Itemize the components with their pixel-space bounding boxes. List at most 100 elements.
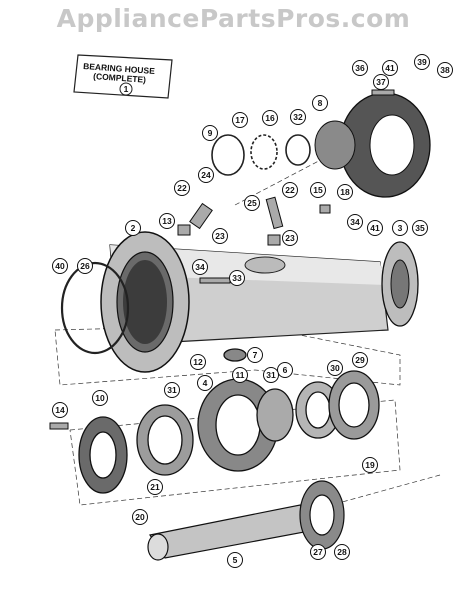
watermark: AppliancePartsPros.com (56, 4, 411, 33)
callout-number: 9 (208, 128, 213, 138)
callout-number: 26 (80, 261, 90, 271)
callout-circle (373, 74, 389, 90)
callout-circle (367, 220, 383, 236)
callout-circle (198, 167, 214, 183)
callout-number: 29 (355, 355, 365, 365)
callout-number: 35 (415, 223, 425, 233)
callout-number: 37 (376, 77, 386, 87)
callout-number: 5 (233, 555, 238, 565)
callout-circle (232, 112, 248, 128)
callout-circle (327, 360, 343, 376)
callout-number: 40 (55, 261, 65, 271)
callout-circle (52, 258, 68, 274)
callout-number: 22 (177, 183, 187, 193)
callout-circle (164, 382, 180, 398)
bearing-house-note: BEARING HOUSE (COMPLETE) 1 (73, 54, 173, 99)
note-number: 1 (124, 84, 129, 94)
callout-number: 3 (398, 223, 403, 233)
callout-number: 6 (283, 365, 288, 375)
callout-circle (277, 362, 293, 378)
middle-bearing-row (78, 348, 380, 494)
callout-circle (197, 375, 213, 391)
callout-number: 2 (131, 223, 136, 233)
callout-circle (352, 60, 368, 76)
callout-number: 24 (201, 170, 211, 180)
callout-number: 28 (337, 547, 347, 557)
callout-number: 34 (350, 217, 360, 227)
callout-circle (52, 402, 68, 418)
callout-circle (192, 259, 208, 275)
callout-circle (262, 110, 278, 126)
note-line2: (COMPLETE) (93, 71, 147, 85)
callout-circle (437, 62, 453, 78)
callout-number: 25 (247, 198, 257, 208)
callout-circle (290, 109, 306, 125)
callout-number: 30 (330, 363, 340, 373)
callout-circle (263, 367, 279, 383)
callout-circle (132, 509, 148, 525)
callout-number: 13 (162, 216, 172, 226)
callout-circle (414, 54, 430, 70)
callout-circle (229, 270, 245, 286)
callout-circle (190, 354, 206, 370)
callout-circle (159, 213, 175, 229)
callout-circle (310, 544, 326, 560)
main-housing (60, 231, 419, 373)
callout-number: 14 (55, 405, 65, 415)
callout-circle (247, 347, 263, 363)
callout-number: 31 (266, 370, 276, 380)
callout-circle (174, 180, 190, 196)
callout-number: 12 (193, 357, 203, 367)
callout-number: 10 (95, 393, 105, 403)
callout-number: 15 (313, 185, 323, 195)
callout-number: 16 (265, 113, 275, 123)
callout-number: 8 (318, 98, 323, 108)
callout-circle (347, 214, 363, 230)
callout-circle (362, 457, 378, 473)
callout-number: 21 (150, 482, 160, 492)
callout-number: 20 (135, 512, 145, 522)
callout-circle (412, 220, 428, 236)
callout-circle (125, 220, 141, 236)
callout-number: 36 (355, 63, 365, 73)
callout-number: 23 (215, 231, 225, 241)
callout-circle (227, 552, 243, 568)
callout-circle (310, 182, 326, 198)
upper-seal-rings (211, 134, 311, 176)
callout-number: 41 (385, 63, 395, 73)
callout-number: 22 (285, 185, 295, 195)
callout-number: 31 (167, 385, 177, 395)
callout-number: 7 (253, 350, 258, 360)
callout-circle (77, 258, 93, 274)
callout-circle (244, 195, 260, 211)
callout-circle (282, 230, 298, 246)
callout-number: 11 (236, 370, 245, 380)
callout-circle (92, 390, 108, 406)
callout-number: 39 (417, 57, 427, 67)
callout-number: 27 (313, 547, 323, 557)
callout-number: 33 (232, 273, 242, 283)
callout-circle (382, 60, 398, 76)
callout-circle (352, 352, 368, 368)
callout-number: 19 (365, 460, 375, 470)
callout-circle (337, 184, 353, 200)
callout-number: 4 (203, 378, 208, 388)
callout-number: 34 (195, 262, 205, 272)
callout-number: 32 (293, 112, 303, 122)
callout-circle (334, 544, 350, 560)
callout-circle (312, 95, 328, 111)
callout-circle (212, 228, 228, 244)
callout-circle (282, 182, 298, 198)
callout-number: 17 (235, 115, 245, 125)
callout-number: 23 (285, 233, 295, 243)
callout-number: 18 (340, 187, 350, 197)
callout-number: 38 (440, 65, 450, 75)
fittings (49, 89, 395, 430)
callout-circle (147, 479, 163, 495)
gasket-ring (60, 261, 130, 355)
callout-circle (202, 125, 218, 141)
rear-plate (314, 92, 431, 198)
